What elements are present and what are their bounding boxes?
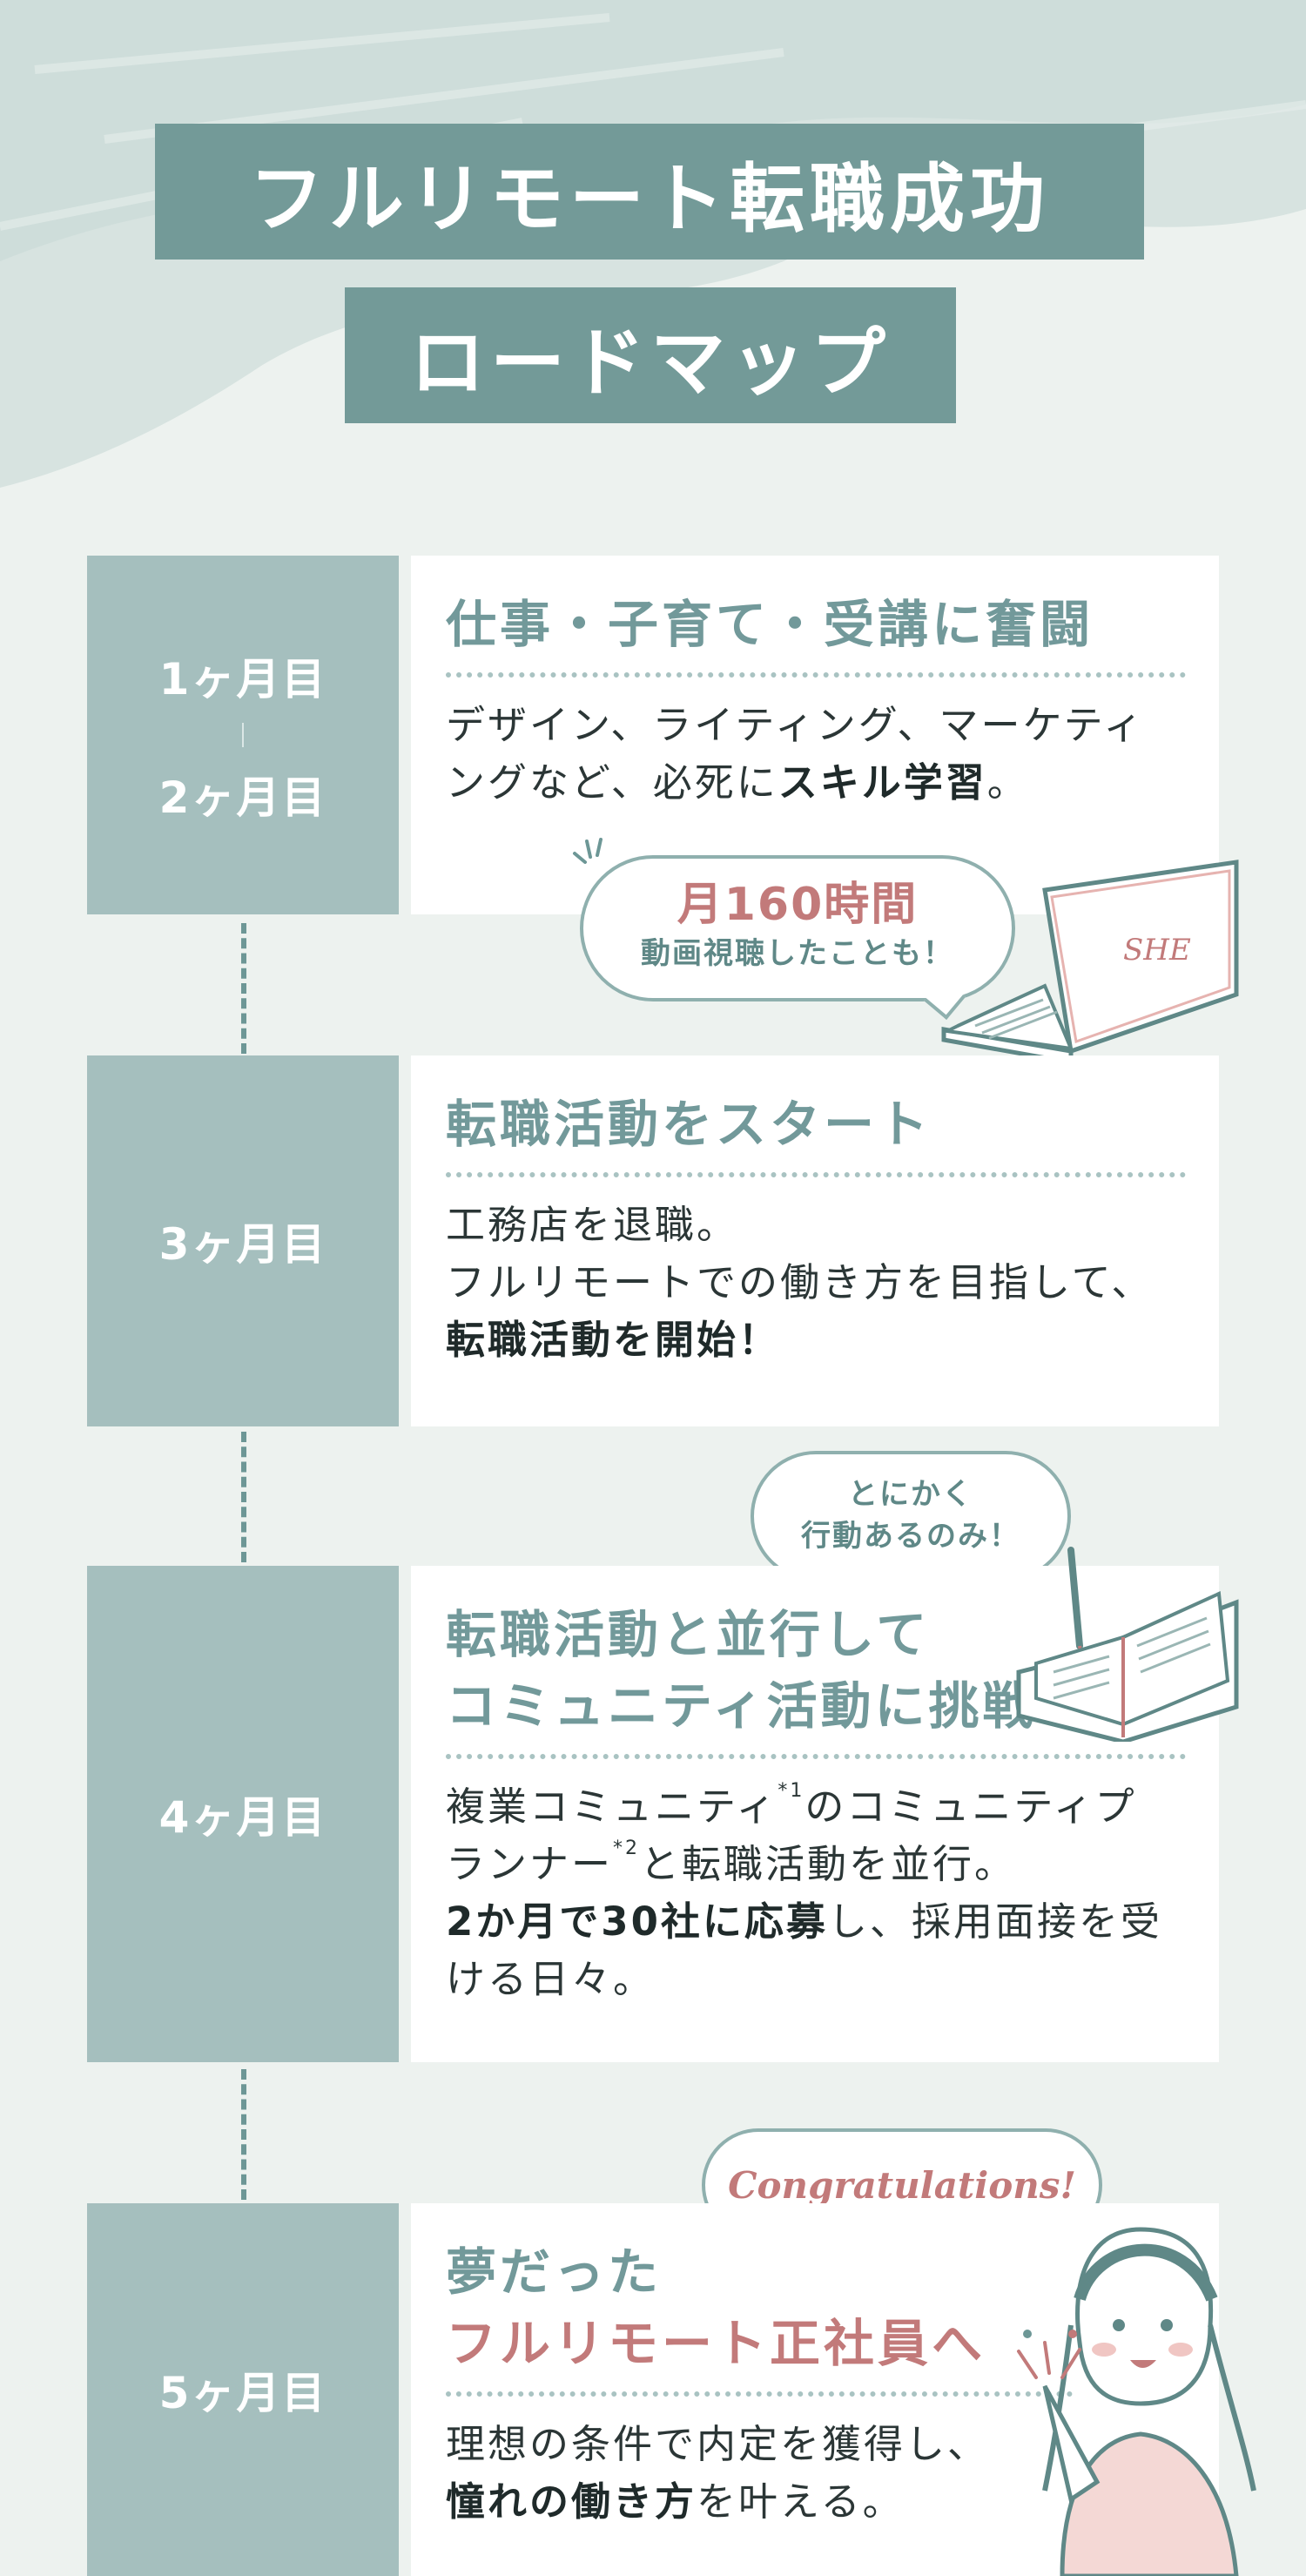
step-body-2-bold: 転職活動を開始！ (446, 1317, 781, 1363)
page-title-line2: ロードマップ (345, 287, 956, 423)
study-hours-note: 動画視聴したことも！ (641, 936, 954, 971)
step-body-2: 工務店を退職。 フルリモートでの働き方を目指して、転職活動を開始！ (446, 1197, 1186, 1369)
step-title-3-line1: 転職活動と並行して (446, 1605, 931, 1664)
step-body-1-text: デザイン、ライティング、マーケティングなど、必死に (446, 702, 1145, 806)
month-range-separator (242, 723, 244, 747)
step-body-3-p2: のコミュニティプランナー (446, 1784, 1137, 1887)
celebrating-woman-illustration (1017, 2227, 1256, 2576)
step-body-4-bold: 憧れの働き方 (446, 2478, 697, 2525)
step-title-1: 仕事・子育て・受講に奮闘 (446, 589, 1186, 678)
timeline-connector-2 (241, 1432, 246, 1562)
timeline-connector-1 (241, 923, 246, 1054)
step-body-1: デザイン、ライティング、マーケティングなど、必死にスキル学習。 (446, 697, 1177, 812)
step-body-4-p2: を叶える。 (697, 2478, 905, 2525)
month-label-4: 4ヶ月目 (87, 1566, 399, 2062)
timeline-connector-3 (241, 2069, 246, 2200)
step-body-2-line1: 工務店を退職。 (446, 1202, 739, 1248)
laptop-logo-text: SHE (1123, 933, 1191, 968)
footnote-mark-1: *1 (778, 1780, 805, 1802)
background-brush-texture (0, 0, 1306, 488)
step-body-3-p3: と転職活動を並行。 (640, 1841, 1017, 1887)
step-title-2: 転職活動をスタート (446, 1089, 1186, 1177)
laptop-icon: SHE (941, 860, 1239, 1065)
step-title-3: 転職活動と並行して コミュニティ活動に挑戦 (446, 1599, 1186, 1759)
step-title-4: 夢だった フルリモート正社員へ (446, 2236, 1073, 2397)
month-end-text: 2ヶ月目 (158, 772, 327, 823)
step-body-3-p1: 複業コミュニティ (446, 1784, 778, 1830)
step-body-3: 複業コミュニティ*1のコミュニティプランナー*2と転職活動を並行。 2か月で30… (446, 1778, 1168, 2008)
month-label-1-2: 1ヶ月目 2ヶ月目 (87, 556, 399, 914)
step-card-2: 転職活動をスタート 工務店を退職。 フルリモートでの働き方を目指して、転職活動を… (411, 1055, 1219, 1426)
month-start-text: 1ヶ月目 (158, 654, 327, 705)
step-title-3-line2: コミュニティ活動に挑戦 (446, 1676, 1037, 1736)
step-title-4-line1: 夢だった (446, 2242, 663, 2302)
month-label-3: 3ヶ月目 (87, 1055, 399, 1426)
step-body-3-bold: 2か月で30社に応募 (446, 1898, 828, 1945)
month-text-5: 5ヶ月目 (158, 2368, 327, 2418)
month-text-3: 3ヶ月目 (158, 1219, 327, 1270)
congratulations-text: Congratulations! (728, 2163, 1076, 2207)
month-label-5: 5ヶ月目 (87, 2203, 399, 2576)
sparkle-marks-icon (573, 838, 603, 864)
step-title-4-line2: フルリモート正社員へ (446, 2314, 986, 2373)
open-book-pen-icon (1016, 1547, 1239, 1742)
step-body-4: 理想の条件で内定を獲得し、 憧れの働き方を叶える。 (446, 2416, 1055, 2531)
step-body-1-end: 。 (986, 759, 1029, 806)
study-hours-highlight: 月160時間 (677, 879, 919, 931)
speech-bubble-action: とにかく 行動あるのみ！ (751, 1451, 1071, 1581)
step-body-4-p1: 理想の条件で内定を獲得し、 (446, 2421, 990, 2467)
page-title-line1: フルリモート転職成功 (155, 124, 1144, 260)
step-body-3-p4: し、採用面接を受ける日々。 (446, 1898, 1162, 2002)
step-body-2-line2: フルリモートでの働き方を目指して、 (446, 1259, 1154, 1305)
step-body-1-bold: スキル学習 (778, 759, 987, 806)
month-text-4: 4ヶ月目 (158, 1792, 327, 1843)
footnote-mark-2: *2 (613, 1838, 641, 1859)
action-bubble-line1: とにかく (848, 1477, 973, 1512)
speech-bubble-study-hours: 月160時間 動画視聴したことも！ (580, 855, 1015, 1001)
action-bubble-line2: 行動あるのみ！ (801, 1519, 1020, 1554)
